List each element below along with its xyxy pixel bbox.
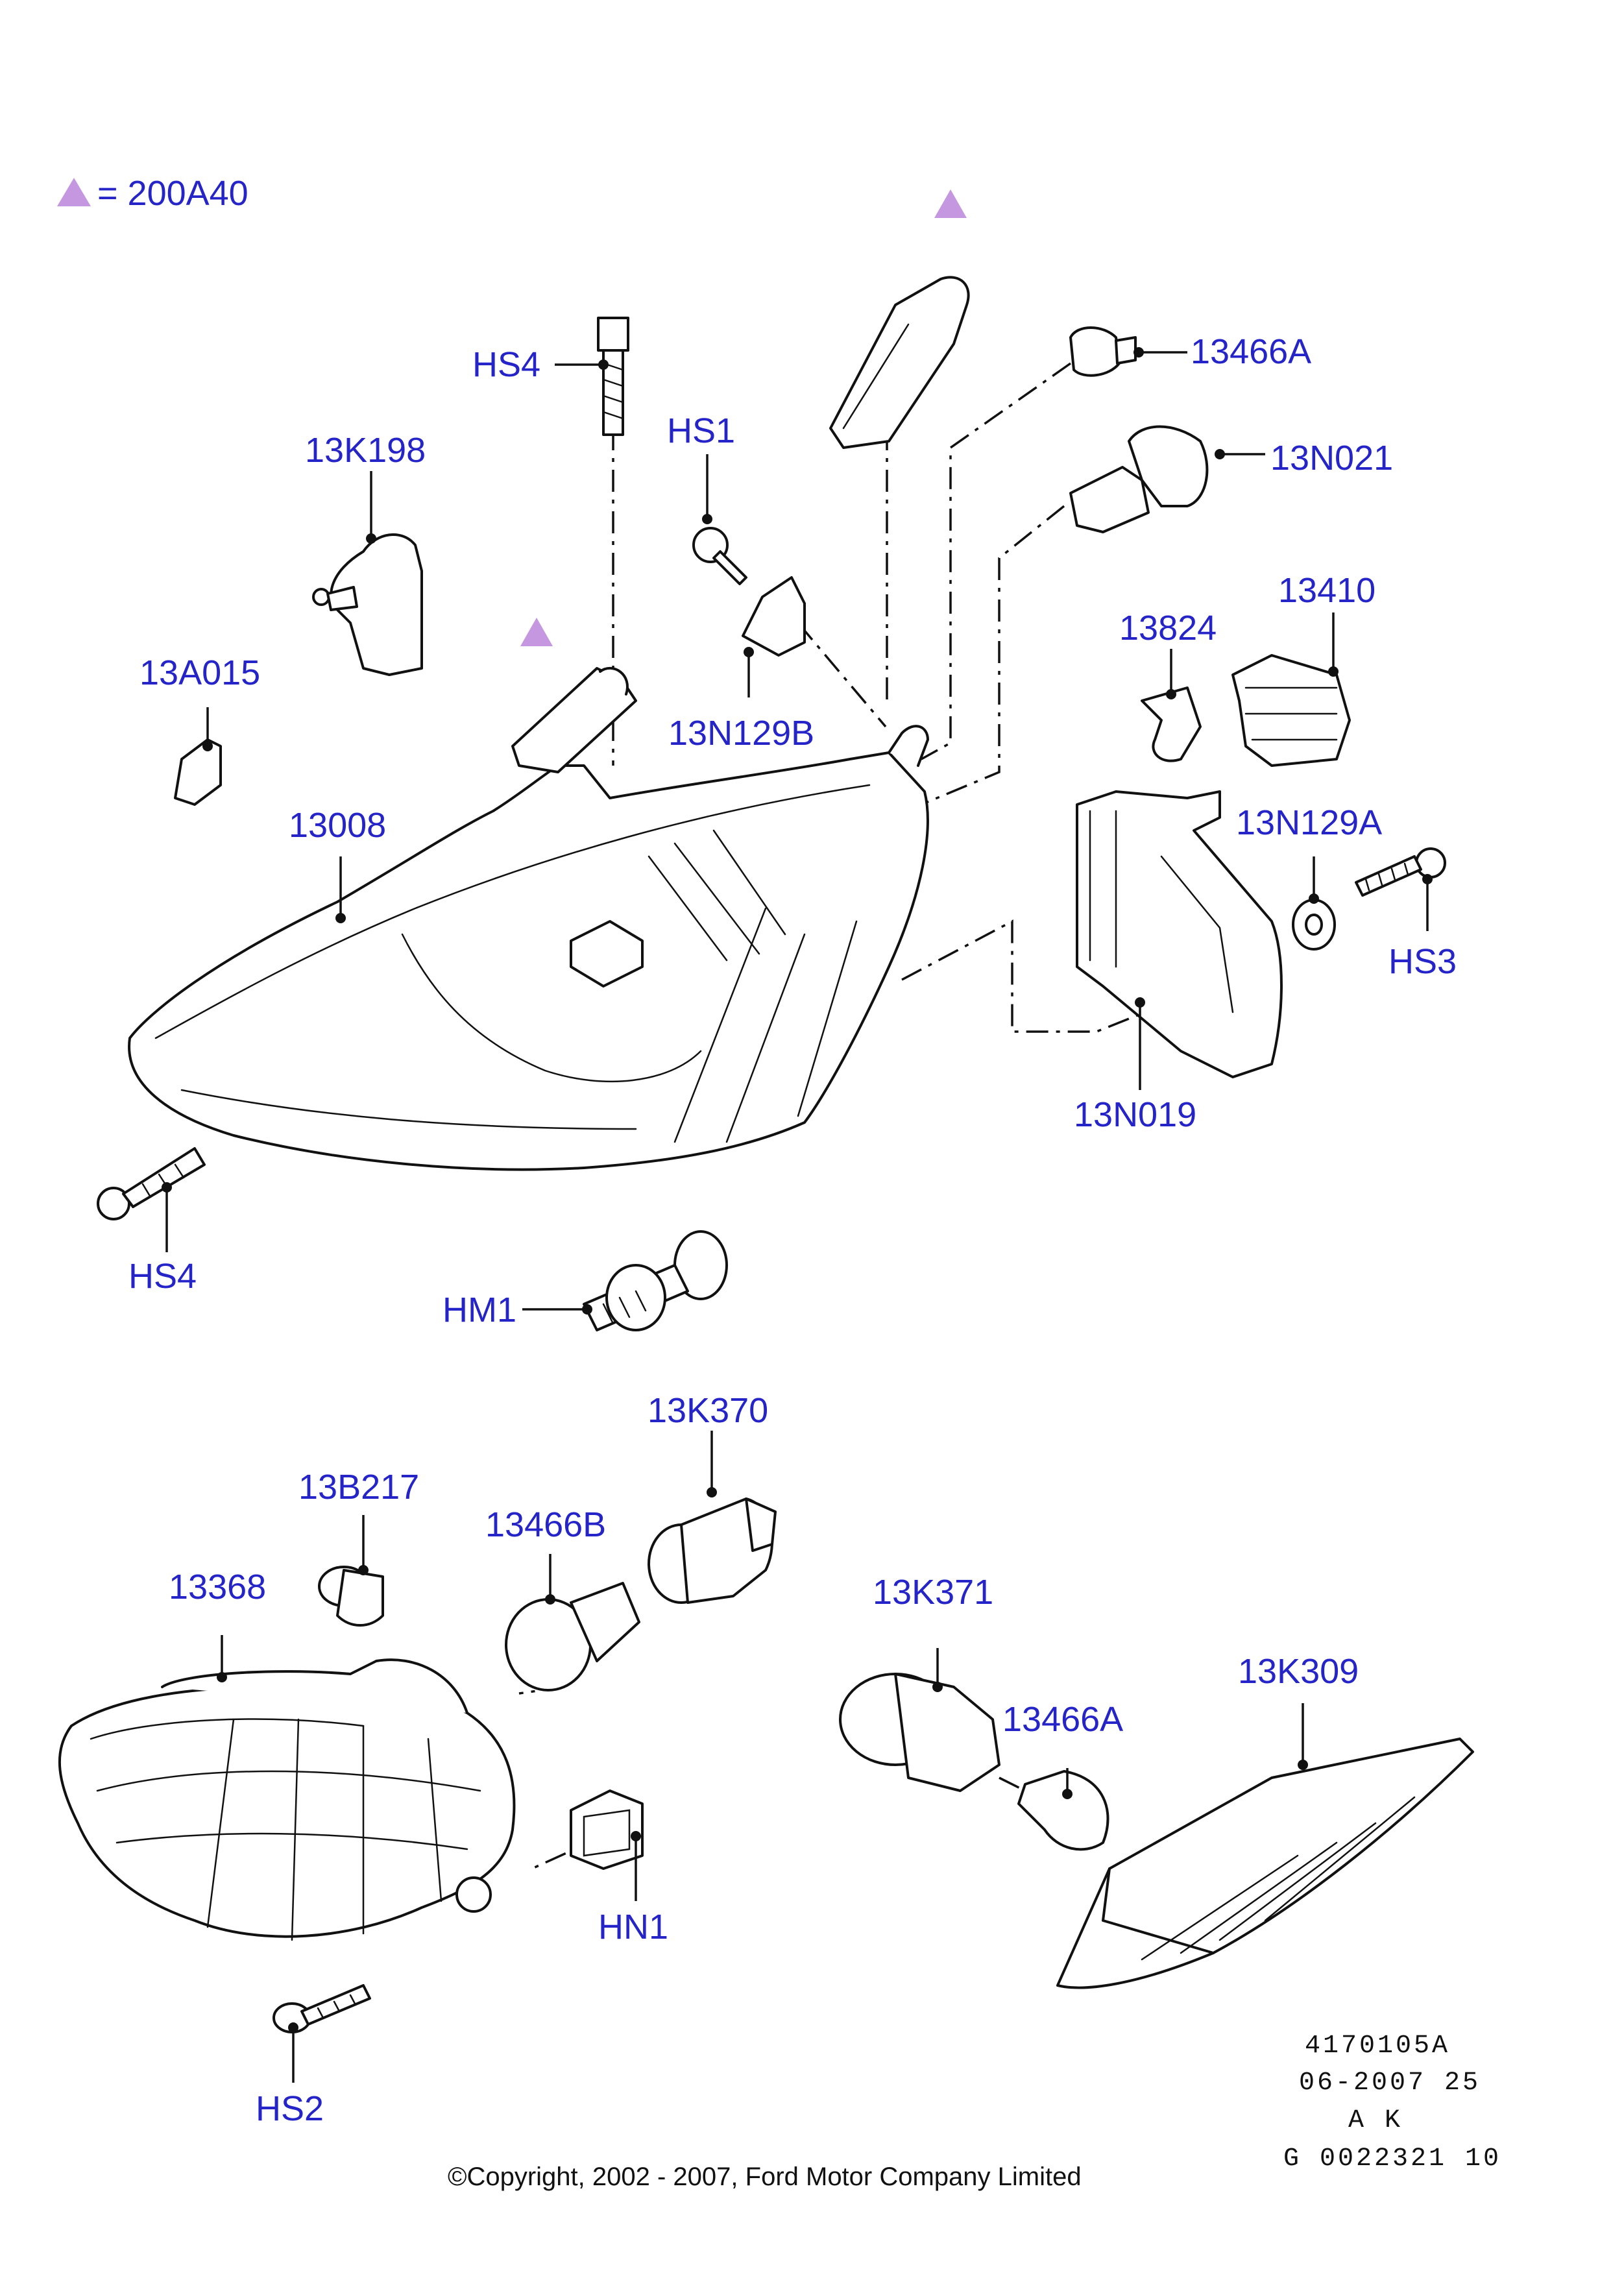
bulb-13466a-top (1069, 326, 1137, 377)
screw-hs3 (1355, 847, 1446, 897)
callout-13466a-top: 13466A (1191, 332, 1311, 371)
legend-text: = 200A40 (97, 174, 248, 213)
reflector-bracket (829, 276, 970, 449)
callout-13k370: 13K370 (648, 1391, 768, 1430)
cover-13n019 (1076, 790, 1283, 1078)
connector-hn1 (570, 1789, 644, 1870)
callout-labels: HS4 13K198 HS1 13A015 13N129B 13008 1346… (128, 332, 1457, 2128)
callout-hs1: HS1 (667, 411, 735, 450)
triangle-marker-reflector-bracket (934, 189, 967, 218)
fog-lamp-13368 (58, 1658, 516, 1941)
grommet-13b217 (318, 1566, 384, 1627)
socket-13k371 (839, 1673, 1000, 1792)
stamp-line-3: A K (1348, 2106, 1403, 2135)
screw-hs4-bottom (97, 1147, 206, 1220)
bulb-13n021 (1069, 425, 1209, 533)
callout-13k198: 13K198 (305, 431, 426, 470)
callout-13n129a: 13N129A (1236, 803, 1382, 842)
stamp-line-1: 4170105A (1305, 2031, 1450, 2061)
callout-13368: 13368 (169, 1568, 266, 1606)
socket-13k370 (648, 1497, 777, 1604)
bulb-13466b (505, 1582, 640, 1691)
triangle-icon (57, 178, 91, 206)
callout-13008: 13008 (289, 806, 386, 845)
callout-13k371: 13K371 (873, 1573, 993, 1612)
leader-lines (162, 347, 1433, 2083)
stamp-line-2: 06-2007 25 (1299, 2068, 1481, 2098)
callout-13n021: 13N021 (1270, 439, 1393, 478)
clip-13n129b (742, 576, 806, 657)
legend: = 200A40 (57, 174, 248, 213)
reflector-adjuster (511, 667, 637, 773)
adjuster-hm1 (583, 1230, 728, 1331)
callout-13824: 13824 (1119, 609, 1217, 648)
callout-13410: 13410 (1278, 571, 1376, 610)
headlamp-assembly (128, 725, 929, 1171)
screw-hs4-top (597, 317, 629, 436)
clip-hs1 (692, 527, 747, 585)
callout-13k309: 13K309 (1238, 1652, 1359, 1691)
callout-13n129b: 13N129B (668, 714, 814, 753)
callout-13466b: 13466B (485, 1505, 606, 1544)
bulb-holder-13k198 (312, 533, 423, 676)
callout-hm1: HM1 (442, 1291, 516, 1329)
copyright-notice: ©Copyright, 2002 - 2007, Ford Motor Comp… (448, 2163, 1082, 2191)
callout-13466a-bottom: 13466A (1002, 1700, 1123, 1739)
triangle-marker-adjuster (520, 618, 553, 646)
bulb-13466a-bottom (1017, 1770, 1109, 1851)
drawing-stamp: 4170105A 06-2007 25 A K G 0022321 10 (1283, 2031, 1501, 2174)
stamp-line-4: G 0022321 10 (1283, 2144, 1501, 2174)
callout-hs4-bottom: HS4 (128, 1257, 197, 1296)
callout-hn1: HN1 (598, 1908, 668, 1946)
callout-13n019: 13N019 (1074, 1095, 1196, 1134)
screw-hs2 (273, 1984, 371, 2033)
side-lamp-13k309 (1056, 1738, 1474, 1989)
callout-13a015: 13A015 (139, 653, 260, 692)
callout-13b217: 13B217 (298, 1468, 419, 1507)
callout-hs3: HS3 (1388, 942, 1457, 981)
callout-hs4-top: HS4 (472, 345, 540, 384)
callout-hs2: HS2 (256, 2089, 324, 2128)
washer-13n129a (1292, 899, 1336, 951)
clip-13a015 (174, 738, 222, 806)
connector-13410 (1231, 654, 1351, 767)
clip-13824 (1141, 686, 1202, 762)
